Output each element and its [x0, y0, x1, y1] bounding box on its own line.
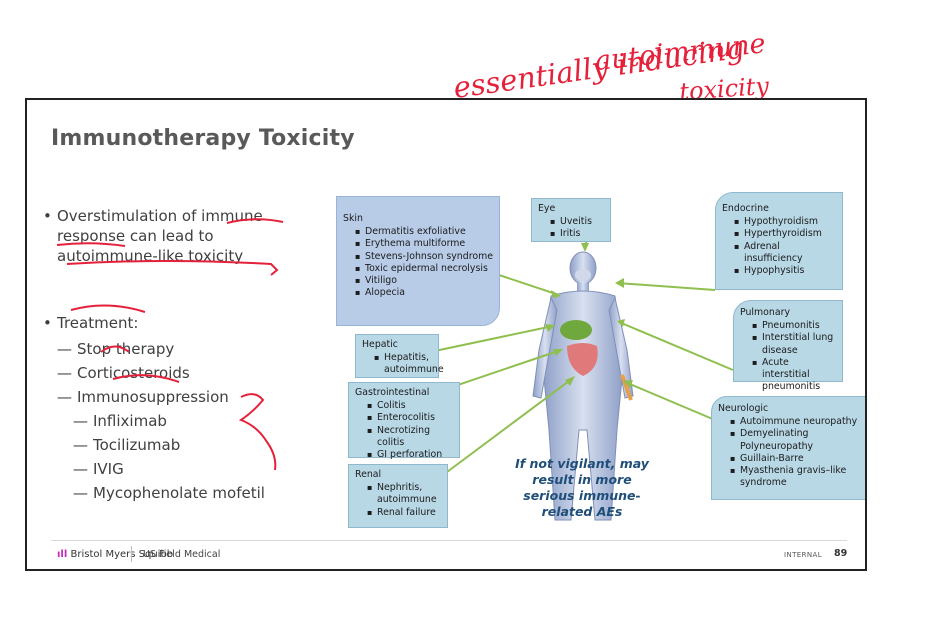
list-item: Dermatitis exfoliative [355, 226, 493, 238]
company-logo: ıll Bristol Myers Squibb [57, 549, 174, 560]
list-item: Vitiligo [355, 275, 493, 287]
connector-arrows [410, 237, 734, 476]
handwritten-underlines [56, 218, 284, 471]
box-list: Hypothyroidism Hyperthyroidism Adrenal i… [722, 216, 836, 277]
box-list: Uveitis Iritis [538, 216, 604, 241]
footer-department: US Field Medical [143, 549, 221, 560]
list-item: Hepatitis, autoimmune [374, 352, 444, 376]
list-item: Renal failure [367, 507, 441, 519]
list-item: Myasthenia gravis–like syndrome [730, 465, 860, 489]
bullet-treatment: • Treatment: [43, 314, 139, 332]
slide-title: Immunotherapy Toxicity [51, 126, 355, 151]
handwritten-annotation: essentially inducing autoimmune toxicity [429, 28, 770, 110]
list-item: Hypothyroidism [734, 216, 836, 228]
list-item: Necrotizing colitis [367, 425, 453, 449]
subsubitem: —Mycophenolate mofetil [73, 484, 265, 502]
list-item: Stevens-Johnson syndrome [355, 251, 493, 263]
list-item: Toxic epidermal necrolysis [355, 263, 493, 275]
list-item: Nephritis, autoimmune [367, 482, 441, 506]
box-list: Autoimmune neuropathy Demyelinating Poly… [718, 416, 860, 489]
box-eye: Eye Uveitis Iritis [531, 198, 611, 242]
box-heading: Renal [355, 469, 382, 480]
box-heading: Neurologic [718, 403, 769, 414]
subsubitem: —IVIG [73, 460, 124, 478]
box-list: Hepatitis, autoimmune [362, 352, 444, 376]
human-body-figure [532, 251, 634, 521]
box-list: Pneumonitis Interstitial lung disease Ac… [740, 320, 836, 393]
bullet-dot: • [43, 207, 52, 225]
list-item: Erythema multiforme [355, 238, 493, 250]
box-heading: Gastrointestinal [355, 387, 430, 398]
box-list: Dermatitis exfoliative Erythema multifor… [343, 226, 493, 299]
footer-separator [131, 546, 132, 562]
box-heading: Eye [538, 203, 556, 214]
box-heading: Endocrine [722, 203, 769, 214]
box-list: Nephritis, autoimmune Renal failure [355, 482, 441, 519]
box-renal: Renal Nephritis, autoimmune Renal failur… [348, 464, 448, 528]
box-skin: Skin Dermatitis exfoliative Erythema mul… [336, 196, 500, 326]
list-item: Acute interstitial pneumonitis [752, 357, 836, 394]
list-item: Demyelinating Polyneuropathy [730, 428, 860, 452]
subsubitem: —Tocilizumab [73, 436, 181, 454]
logo-icon: ıll [57, 549, 68, 560]
list-item: Alopecia [355, 287, 493, 299]
list-item: Interstitial lung disease [752, 332, 836, 356]
box-heading: Skin [343, 213, 363, 224]
slide: Immunotherapy Toxicity • Overstimulation… [25, 98, 867, 571]
box-pulmonary: Pulmonary Pneumonitis Interstitial lung … [733, 300, 843, 392]
box-list: Colitis Enterocolitis Necrotizing coliti… [355, 400, 453, 461]
list-item: Iritis [550, 228, 604, 240]
list-item: Enterocolitis [367, 412, 453, 424]
bullet-dot: • [43, 314, 52, 332]
list-item: Hyperthyroidism [734, 228, 836, 240]
vigilant-note: If not vigilant, may result in more seri… [515, 456, 649, 519]
box-endocrine: Endocrine Hypothyroidism Hyperthyroidism… [715, 192, 843, 290]
list-item: Hypophysitis [734, 265, 836, 277]
subsubitem: —Infliximab [73, 412, 167, 430]
list-item: GI perforation [367, 449, 453, 461]
list-item: Guillain-Barre [730, 453, 860, 465]
box-neurologic: Neurologic Autoimmune neuropathy Demyeli… [711, 396, 865, 500]
box-gastrointestinal: Gastrointestinal Colitis Enterocolitis N… [348, 382, 460, 461]
list-item: Colitis [367, 400, 453, 412]
bullet-text: Treatment: [57, 314, 139, 332]
list-item: Adrenal insufficiency [734, 241, 836, 265]
list-item: Pneumonitis [752, 320, 836, 332]
box-heading: Pulmonary [740, 307, 790, 318]
box-heading: Hepatic [362, 339, 398, 350]
list-item: Autoimmune neuropathy [730, 416, 860, 428]
box-hepatic: Hepatic Hepatitis, autoimmune [355, 334, 444, 378]
page-number: 89 [834, 548, 848, 559]
list-item: Uveitis [550, 216, 604, 228]
subitem: —Immunosuppression [57, 388, 229, 406]
footer-divider [51, 540, 847, 541]
classification-label: INTERNAL [784, 551, 822, 559]
